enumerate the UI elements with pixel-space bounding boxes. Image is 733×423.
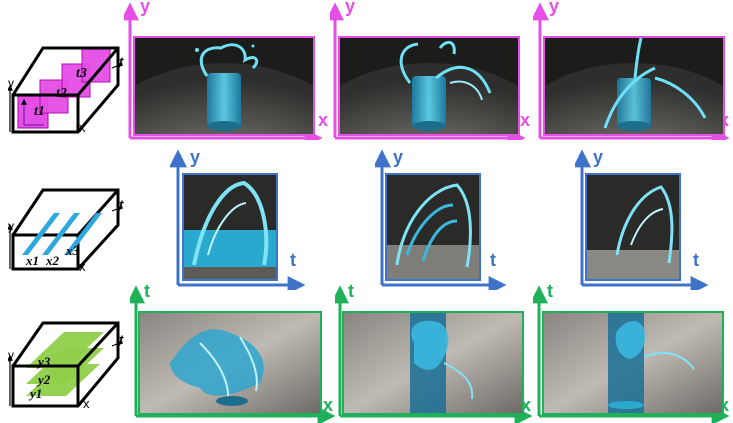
- xy-cube-height-label: y: [8, 76, 14, 90]
- xt-panel-3-x-label: x: [719, 395, 730, 415]
- xy-cube-width-label: x: [79, 120, 86, 135]
- xy-slice-label-2: t2: [56, 86, 67, 101]
- yt-slice-label-3: x3: [66, 243, 79, 258]
- yt-photo-2: [385, 173, 481, 281]
- xy-panel-1-x-label: x: [318, 110, 329, 130]
- xy-slice-cube: t y x t1 t2 t3: [7, 40, 128, 140]
- yt-panel-1-y-label: y: [190, 147, 201, 167]
- xt-slice-label-3: y3: [38, 354, 51, 369]
- yt-panel-3-t-label: t: [693, 250, 699, 270]
- yt-panel-2-t-label: t: [490, 250, 496, 270]
- xy-panel-1-y-label: y: [140, 0, 151, 16]
- xt-photo-3: [542, 311, 724, 415]
- xy-photo-2: [338, 36, 520, 136]
- xy-panel-3-y-label: y: [549, 0, 560, 16]
- yt-photo-3: [585, 173, 681, 281]
- yt-cube-height-label: y: [8, 219, 14, 233]
- yt-panel-2-y-label: y: [393, 147, 404, 167]
- xy-panel-3: y x: [533, 0, 733, 140]
- xt-panel-1: t x: [130, 281, 340, 423]
- xt-photo-2: [342, 311, 524, 415]
- yt-panel-3: y t: [575, 145, 715, 290]
- xy-panel-2-x-label: x: [520, 110, 531, 130]
- yt-slice-cube: t y x x1 x2 x3: [7, 185, 128, 275]
- xy-panel-2-y-label: y: [345, 0, 356, 16]
- xt-cube-height-label: y: [8, 348, 14, 362]
- yt-slice-label-2: x2: [46, 253, 59, 268]
- xt-panel-1-x-label: x: [323, 395, 334, 415]
- xt-cube-depth-label: t: [119, 332, 124, 347]
- xt-slice-label-1: y1: [30, 386, 43, 401]
- yt-slice-label-1: x1: [26, 253, 39, 268]
- xt-slice-label-2: y2: [38, 372, 51, 387]
- yt-panel-1-t-label: t: [290, 250, 296, 270]
- yt-panel-3-y-label: y: [593, 147, 604, 167]
- xt-cube-width-label: x: [83, 396, 90, 411]
- xy-photo-3: [543, 36, 725, 136]
- yt-panel-1: y t: [170, 145, 310, 290]
- xy-panel-2: y x: [330, 0, 535, 140]
- xt-panel-1-t-label: t: [144, 281, 150, 301]
- xt-panel-2: t x: [335, 281, 535, 423]
- xy-cube-depth-label: t: [119, 54, 124, 69]
- xy-panel-1: y x: [124, 0, 334, 140]
- xy-slice-label-3: t3: [76, 66, 87, 81]
- xt-panel-2-x-label: x: [521, 395, 532, 415]
- yt-photo-1: [182, 173, 278, 281]
- xt-photo-1: [138, 311, 322, 415]
- yt-panel-2: y t: [375, 145, 510, 290]
- xt-panel-3-t-label: t: [547, 281, 553, 301]
- xy-slice-label-1: t1: [34, 104, 45, 119]
- xy-photo-1: [133, 36, 315, 136]
- yt-cube-width-label: x: [79, 259, 86, 274]
- xt-panel-2-t-label: t: [348, 281, 354, 301]
- yt-cube-depth-label: t: [119, 197, 124, 212]
- xt-panel-3: t x: [533, 281, 733, 423]
- xt-slice-cube: t y x y3 y2 y1: [7, 318, 128, 413]
